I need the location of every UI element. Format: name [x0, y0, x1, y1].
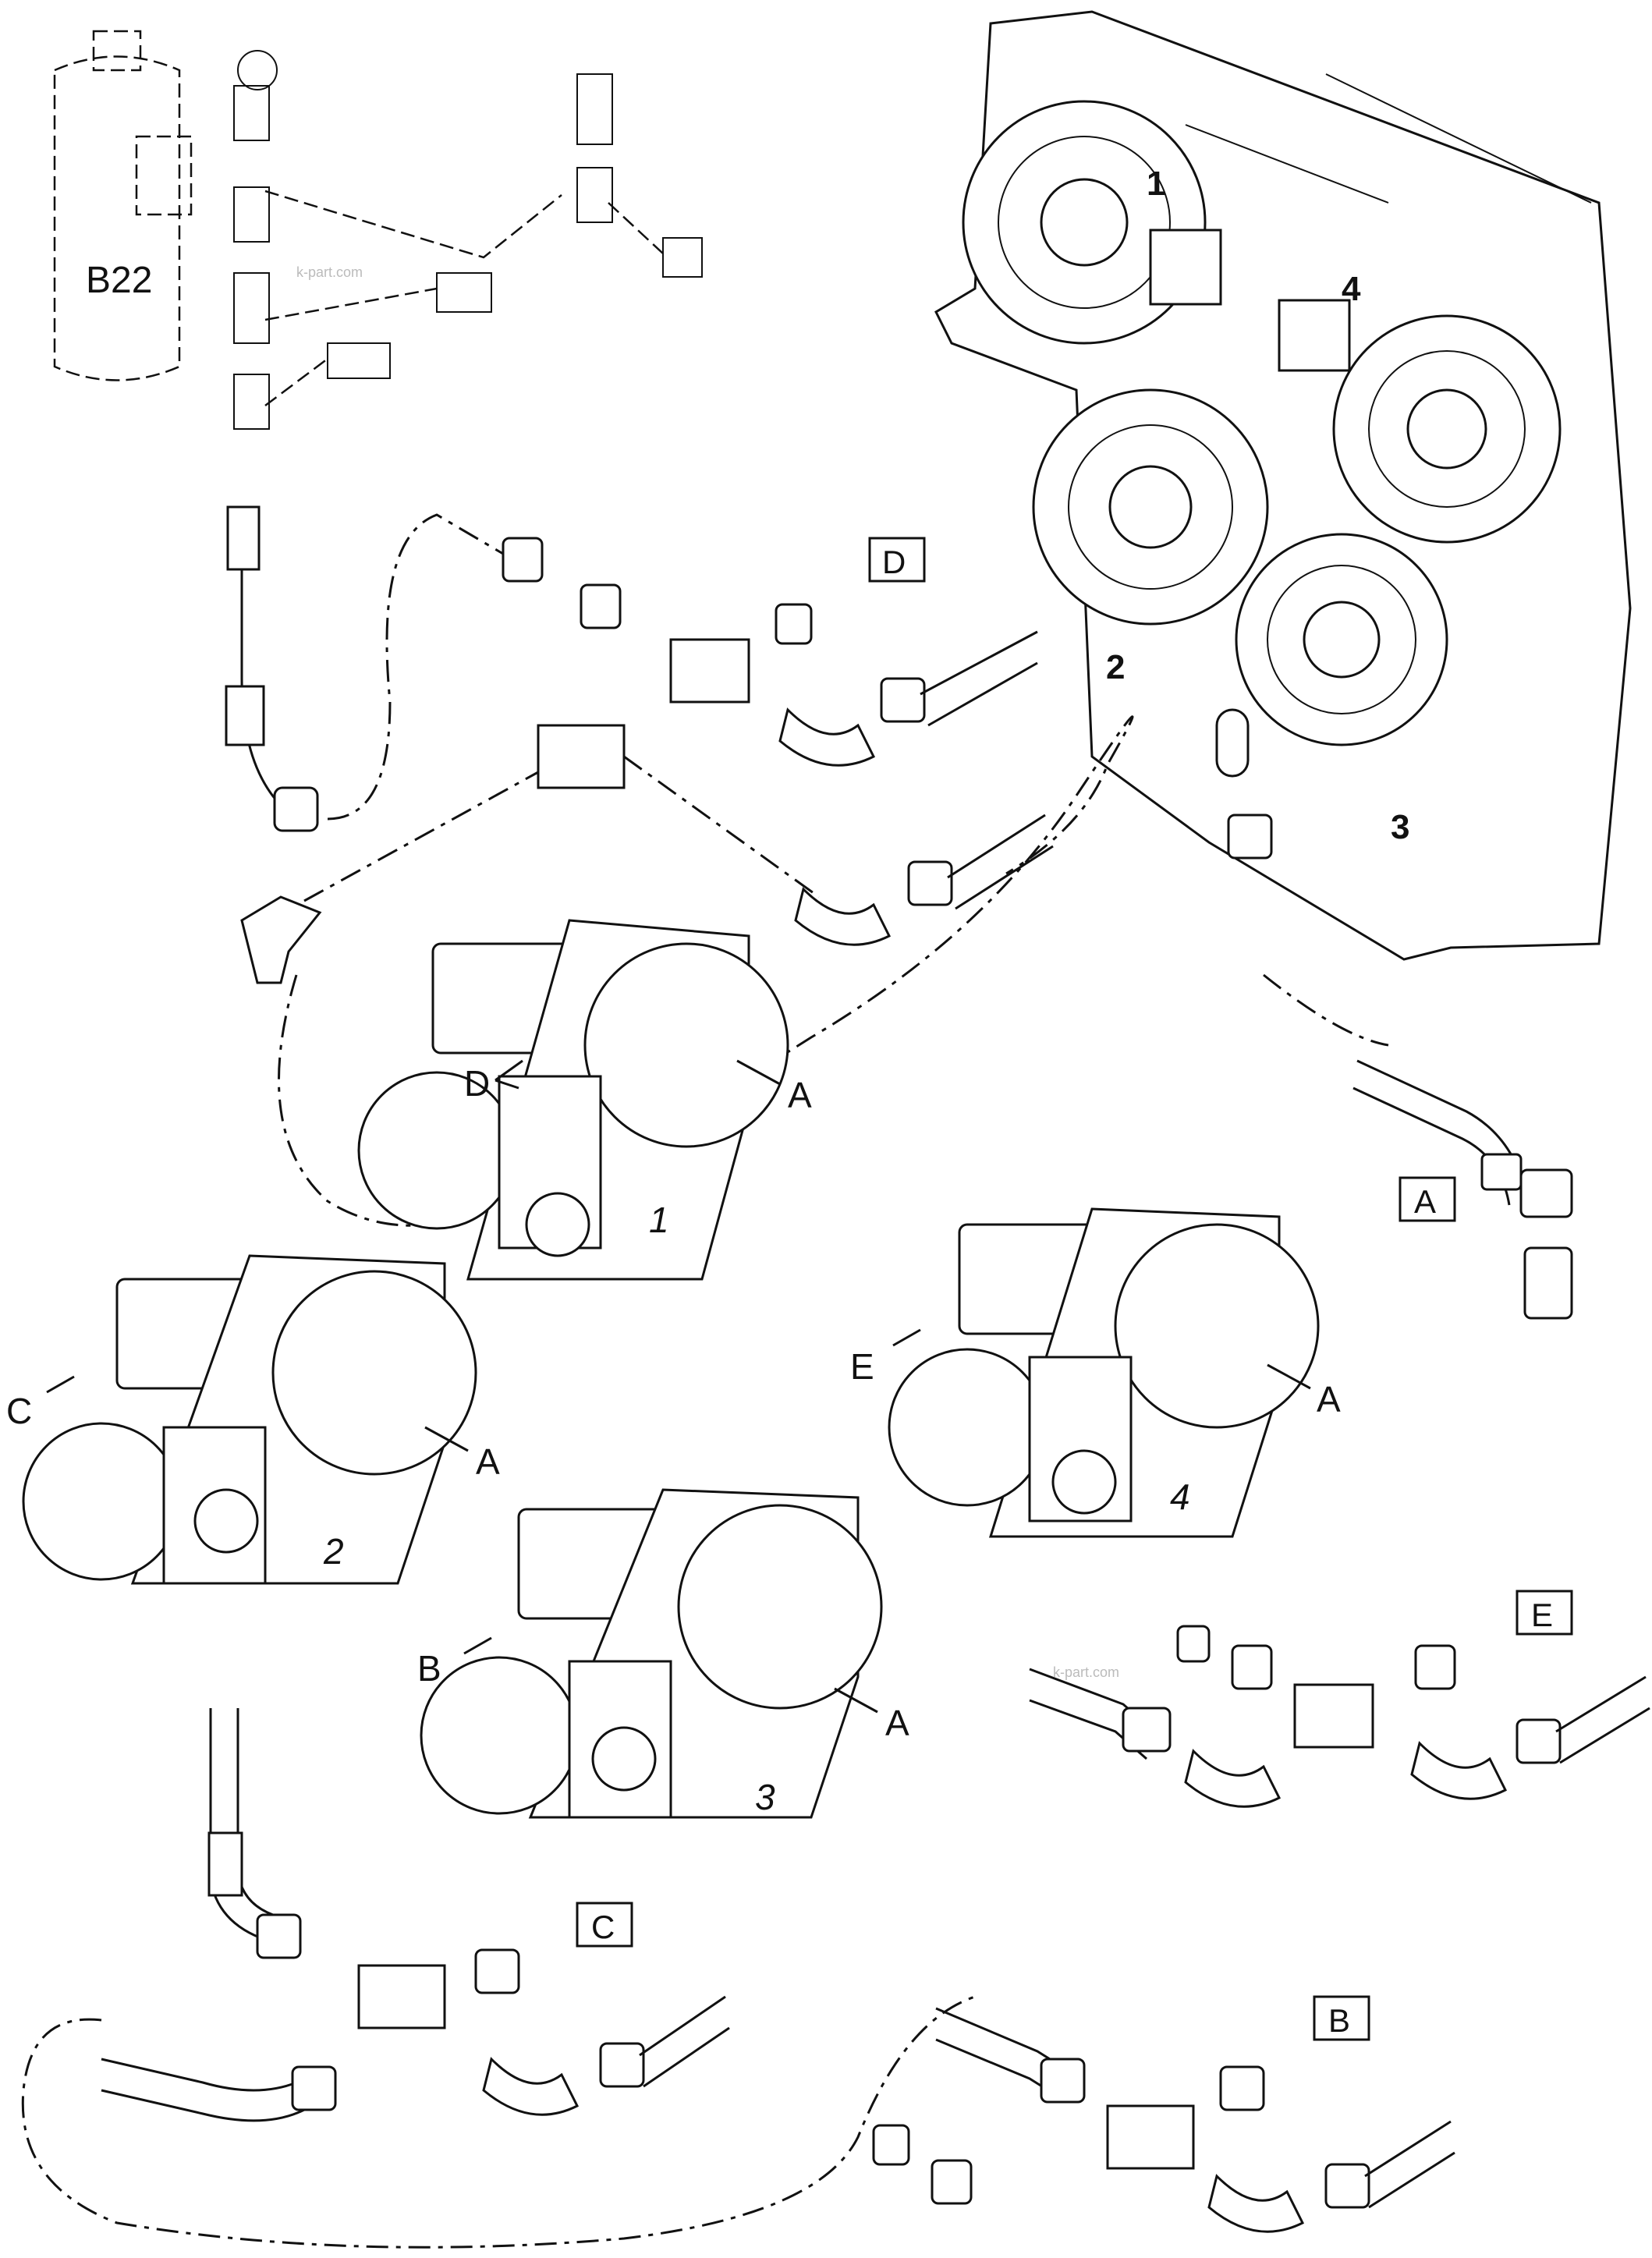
- detail-d-label: D: [882, 544, 906, 580]
- pump-1: D A 1: [357, 919, 812, 1281]
- pump-4: E A 4: [850, 1207, 1341, 1538]
- detail-b-label: B: [1328, 2002, 1350, 2039]
- pump-1-arrow-a-label: A: [788, 1075, 812, 1115]
- detail-d-box: [868, 537, 926, 583]
- gearbox: 1 2 3 4: [934, 10, 1632, 961]
- gearbox-port-3: 3: [1391, 808, 1409, 846]
- detail-b-fittings: B: [872, 1995, 1455, 2233]
- pump-2: C A 2: [6, 1254, 500, 1585]
- detail-c-fittings: C: [21, 1708, 976, 2249]
- pump-3-arrow-a-label: A: [885, 1703, 909, 1743]
- detail-e-label: E: [1531, 1597, 1553, 1633]
- pump-2-arrow-a-label: A: [476, 1441, 500, 1482]
- pump-1-arrow-d-label: D: [464, 1063, 490, 1104]
- detail-e-box: [1516, 1590, 1573, 1636]
- filter-label: B22: [86, 260, 152, 301]
- detail-c-label: C: [591, 1909, 615, 1945]
- pump-4-number: 4: [1170, 1476, 1190, 1517]
- filter-b22: B22: [53, 30, 193, 381]
- pump-2-arrow-c-label: C: [6, 1391, 32, 1431]
- detail-a-label: A: [1414, 1183, 1436, 1220]
- gearbox-port-1: 1: [1147, 165, 1165, 203]
- pump-3-number: 3: [755, 1777, 775, 1817]
- watermark: k-part.com: [1053, 1664, 1119, 1680]
- gearbox-port-2: 2: [1106, 648, 1125, 686]
- pump-4-arrow-a-label: A: [1317, 1379, 1341, 1420]
- filter-fittings: [225, 50, 703, 832]
- pump-2-number: 2: [323, 1531, 344, 1572]
- watermark: k-part.com: [296, 264, 363, 280]
- gearbox-port-4: 4: [1342, 270, 1361, 308]
- detail-d-fittings: D: [240, 513, 1389, 1227]
- detail-a-box: [1399, 1176, 1456, 1222]
- detail-b-box: [1313, 1995, 1370, 2041]
- pump-3-arrow-b-label: B: [417, 1648, 441, 1689]
- pump-1-number: 1: [649, 1200, 669, 1240]
- detail-a-fittings: A: [1352, 1059, 1573, 1320]
- pump-4-arrow-e-label: E: [850, 1346, 874, 1387]
- detail-c-box: [576, 1902, 633, 1948]
- pump-3: B A 3: [417, 1488, 909, 1819]
- detail-e-fittings: E: [1029, 1590, 1650, 1808]
